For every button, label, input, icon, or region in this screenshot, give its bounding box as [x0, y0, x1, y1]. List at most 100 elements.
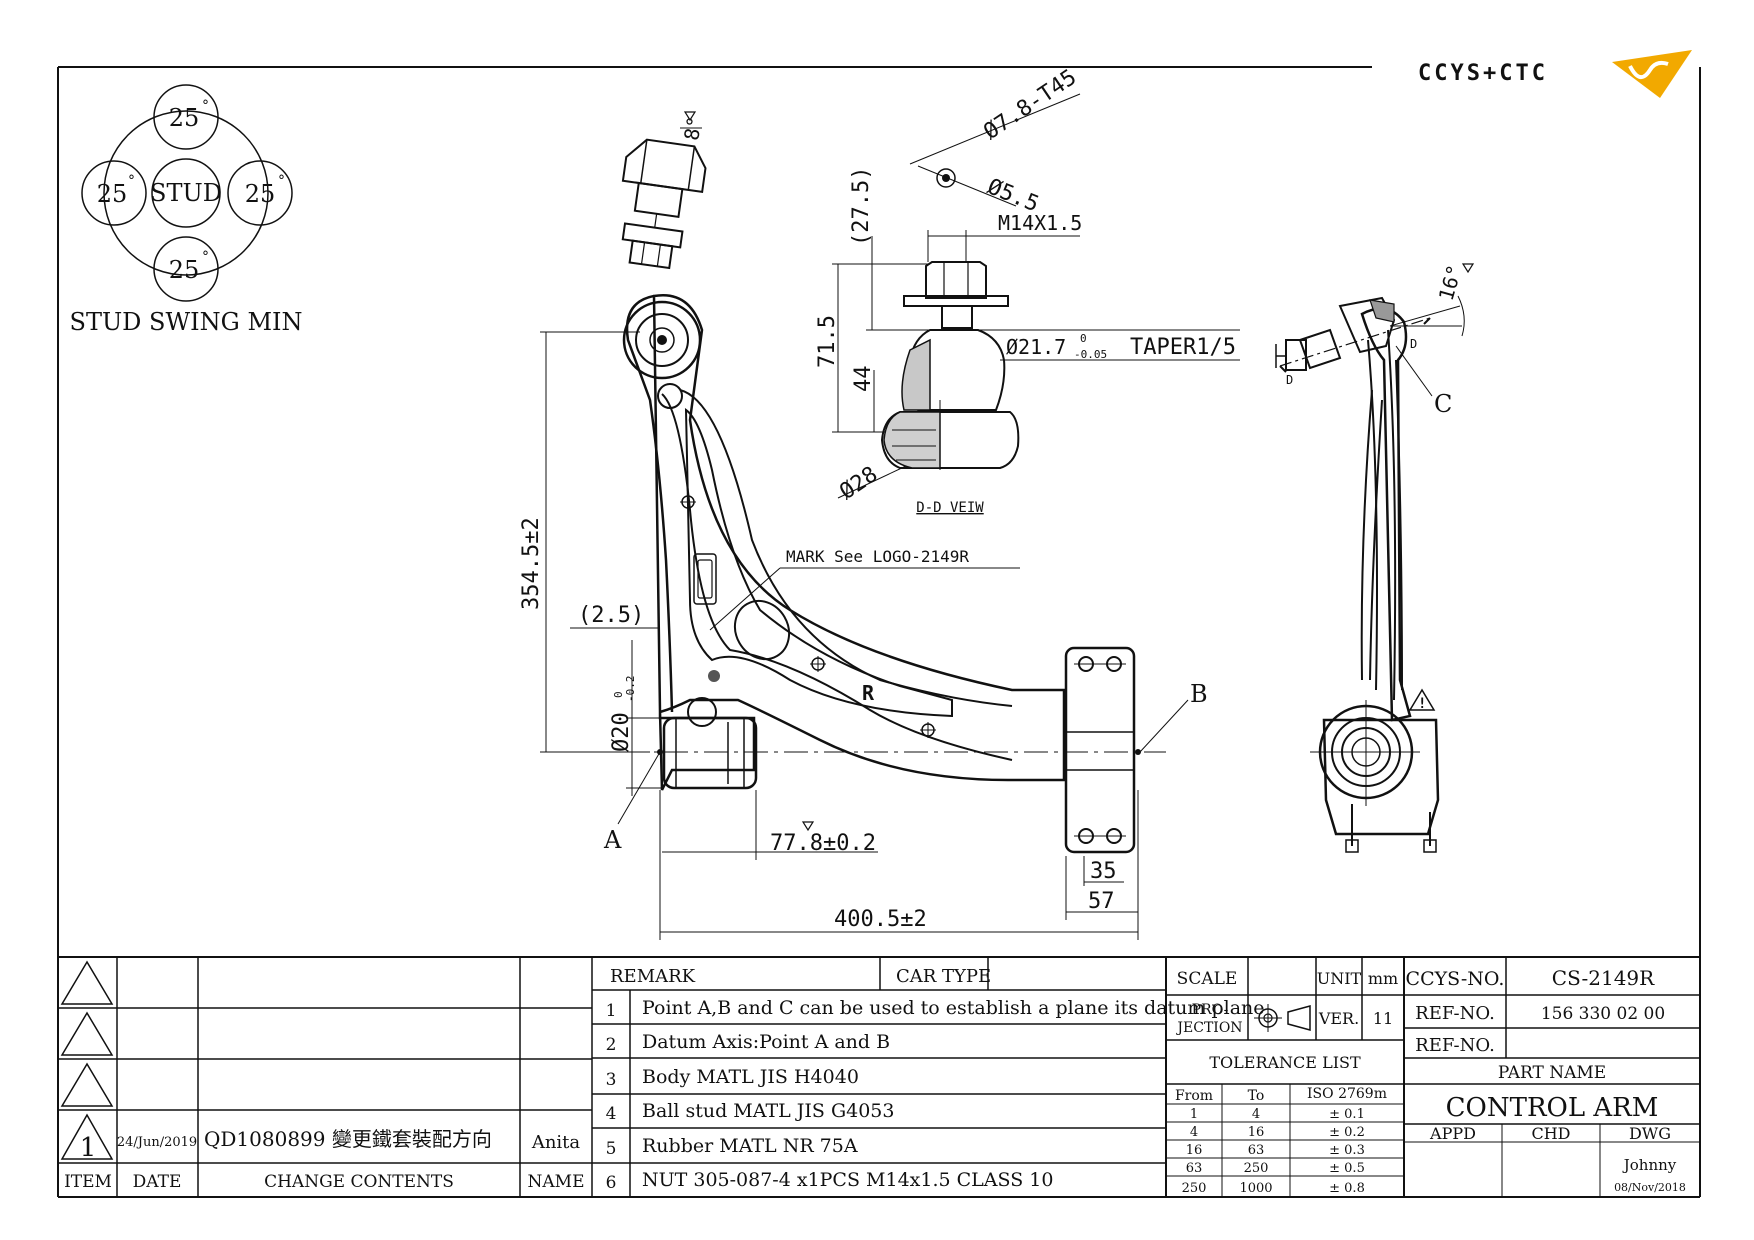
projection-label-1: PRO-	[1192, 1002, 1229, 1018]
brand-logo-text: CCYS+CTC	[1418, 61, 1548, 86]
remark-table: REMARK CAR TYPE 1 Point A,B and C can be…	[606, 966, 1265, 1193]
dim-44: 44	[851, 366, 876, 393]
spec-block: SCALE UNIT mm PRO- JECTION VER. 11 TOLER…	[1175, 969, 1398, 1196]
offset-dim: (2.5)	[578, 603, 644, 628]
dim-71-5: 71.5	[815, 315, 840, 368]
remark-no-1: 1	[606, 1001, 617, 1021]
bush-tol-top: 0	[612, 691, 625, 698]
revision-triangle-icon	[60, 1011, 114, 1056]
tol-row-2-tol: ± 0.2	[1329, 1125, 1365, 1140]
remark-text-1: Point A,B and C can be used to establish…	[642, 997, 1265, 1019]
tol-row-5-tol: ± 0.8	[1329, 1181, 1365, 1196]
stud-swing-diagram: STUD 25 25 25 25 ° ° ° ° STUD SWING MIN	[70, 84, 303, 336]
degree-mark-left: °	[128, 173, 135, 189]
unit-value: mm	[1368, 969, 1398, 988]
revision-row-4-name: Anita	[531, 1132, 581, 1153]
swing-angle-top: 25	[169, 104, 200, 132]
control-arm-side-view: D D 16° C !	[1275, 262, 1475, 853]
tol-row-2-to: 16	[1248, 1125, 1265, 1140]
remark-text-3: Body MATL JIS H4040	[642, 1066, 859, 1088]
point-c-label: C	[1434, 390, 1452, 418]
tol-row-5-to: 1000	[1239, 1181, 1272, 1196]
dim-57: 57	[1088, 889, 1115, 914]
tol-row-3-to: 63	[1248, 1143, 1265, 1158]
taper-dia-dim: Ø21.7	[1006, 335, 1066, 359]
drawing-border	[57, 66, 1701, 1198]
tol-row-1-tol: ± 0.1	[1329, 1107, 1365, 1122]
scale-label: SCALE	[1177, 969, 1238, 989]
drawn-by: Johnny	[1622, 1156, 1677, 1174]
side-mark-r: R	[862, 681, 875, 705]
remark-no-2: 2	[606, 1035, 617, 1055]
ver-label: VER.	[1318, 1009, 1359, 1028]
car-type-label: CAR TYPE	[896, 966, 991, 987]
taper-tol-top: 0	[1080, 332, 1087, 345]
ref-no-label-2: REF-NO.	[1415, 1035, 1495, 1056]
header-item: ITEM	[64, 1172, 112, 1192]
tol-header-from: From	[1175, 1088, 1213, 1104]
tol-row-1-from: 1	[1190, 1107, 1198, 1122]
projection-label-2: JECTION	[1175, 1020, 1242, 1036]
front-view-dims: 354.5±2 (2.5) Ø20 0 -0.2 77.8±0.2 400.5±…	[519, 331, 1208, 940]
ccys-no-label: CCYS-NO.	[1406, 968, 1505, 990]
ball-stud-detail: 8°	[621, 111, 707, 270]
part-name: CONTROL ARM	[1446, 1093, 1659, 1123]
ref-no-value-1: 156 330 02 00	[1541, 1004, 1665, 1024]
taper-tol-bottom: -0.05	[1074, 348, 1107, 361]
remark-text-5: Rubber MATL NR 75A	[642, 1135, 858, 1157]
dd-section-view: Ø7.8-T45 Ø5.5 M14X1.5 (27.5) 71.5 44 Ø21…	[815, 65, 1240, 516]
chd-label: CHD	[1531, 1124, 1570, 1143]
warning-triangle-icon	[1408, 688, 1436, 711]
remark-text-6: NUT 305-087-4 x1PCS M14x1.5 CLASS 10	[642, 1169, 1053, 1191]
height-dim: 354.5±2	[519, 517, 544, 610]
stud-swing-caption: STUD SWING MIN	[70, 308, 303, 336]
tol-row-3-from: 16	[1186, 1143, 1203, 1158]
tol-header-to: To	[1248, 1088, 1265, 1104]
point-a-label: A	[603, 826, 622, 854]
dim-27-5: (27.5)	[849, 167, 874, 246]
logo-mark-label: MARK See LOGO-2149R	[786, 547, 969, 566]
header-name: NAME	[528, 1172, 585, 1192]
title-block-frame	[58, 956, 1700, 1197]
dia-28-dim: Ø28	[835, 462, 882, 505]
revision-row-4-item: 1	[80, 1133, 97, 1163]
thread-dim: M14X1.5	[998, 211, 1082, 235]
tol-row-1-to: 4	[1252, 1107, 1260, 1122]
tol-row-4-to: 250	[1244, 1161, 1269, 1176]
tolerance-title: TOLERANCE LIST	[1209, 1053, 1361, 1072]
stud-angle-label: 8°	[679, 114, 707, 142]
point-b-label: B	[1190, 680, 1208, 708]
remark-no-3: 3	[606, 1070, 617, 1090]
section-d-right: D	[1410, 337, 1417, 351]
bush-tol-bottom: -0.2	[624, 676, 637, 703]
warning-mark: !	[1418, 696, 1426, 712]
bolt-hole-dim: Ø7.8-T45	[979, 65, 1081, 145]
drawn-date: 08/Nov/2018	[1614, 1181, 1686, 1194]
projection-symbol-icon	[1254, 1004, 1311, 1032]
tol-row-4-from: 63	[1186, 1161, 1203, 1176]
remark-header: REMARK	[610, 966, 696, 987]
brand-logo: CCYS+CTC	[1418, 50, 1692, 98]
revision-row-4-date: 24/Jun/2019	[117, 1135, 197, 1150]
appd-label: APPD	[1429, 1124, 1476, 1143]
swing-angle-left: 25	[97, 180, 128, 208]
tol-header-iso: ISO 2769m	[1307, 1086, 1387, 1102]
swing-angle-bottom: 25	[169, 256, 200, 284]
remark-no-6: 6	[606, 1173, 617, 1193]
ccys-no-value: CS-2149R	[1552, 966, 1655, 990]
revision-marks	[60, 960, 114, 1160]
dwg-label: DWG	[1629, 1124, 1671, 1143]
degree-mark-bottom: °	[202, 249, 209, 265]
dd-view-label: D-D VEIW	[916, 500, 984, 516]
width-dim: 400.5±2	[834, 907, 927, 932]
revision-row-4-content: QD1080899 變更鐵套裝配方向	[204, 1127, 492, 1151]
remark-no-4: 4	[606, 1104, 617, 1124]
tol-row-4-tol: ± 0.5	[1329, 1161, 1365, 1176]
revision-triangle-icon	[60, 1113, 114, 1160]
taper-label: TAPER1/5	[1130, 335, 1236, 360]
remark-text-4: Ball stud MATL JIS G4053	[642, 1100, 894, 1122]
unit-label: UNIT	[1317, 969, 1362, 988]
revision-triangle-icon	[60, 1062, 114, 1107]
degree-mark-right: °	[278, 173, 285, 189]
